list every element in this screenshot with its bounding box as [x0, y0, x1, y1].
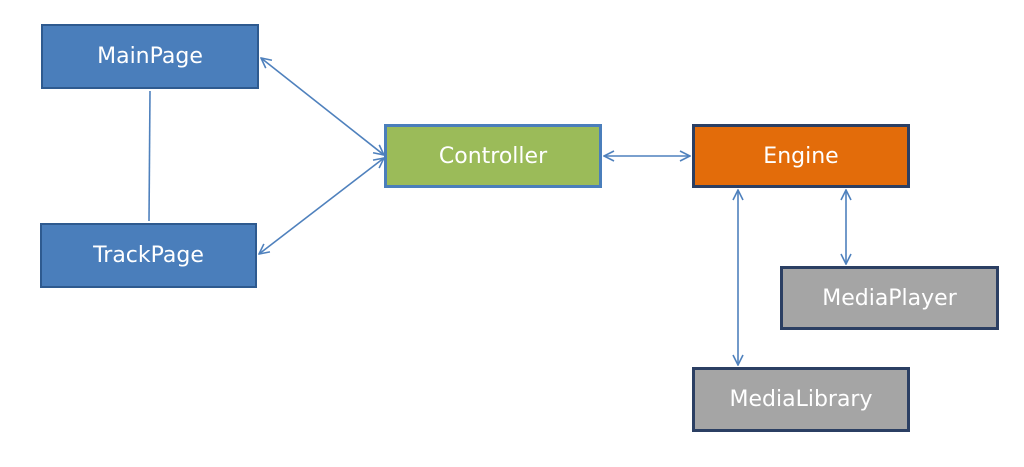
node-engine-label: Engine — [763, 143, 839, 169]
node-mainpage-label: MainPage — [97, 44, 203, 69]
edge-trackpage-controller — [259, 158, 384, 254]
node-mediaplayer-label: MediaPlayer — [822, 285, 957, 311]
edge-mainpage-controller — [261, 58, 384, 155]
node-controller: Controller — [384, 124, 602, 188]
edge-mainpage-trackpage — [148, 90, 151, 222]
node-trackpage-label: TrackPage — [93, 243, 204, 268]
node-controller-label: Controller — [438, 143, 548, 169]
node-mainpage: MainPage — [41, 24, 259, 89]
node-trackpage: TrackPage — [40, 223, 257, 288]
node-medialibrary-label: MediaLibrary — [729, 387, 873, 412]
node-engine: Engine — [692, 124, 910, 188]
node-mediaplayer: MediaPlayer — [780, 266, 999, 330]
node-medialibrary: MediaLibrary — [692, 367, 910, 432]
